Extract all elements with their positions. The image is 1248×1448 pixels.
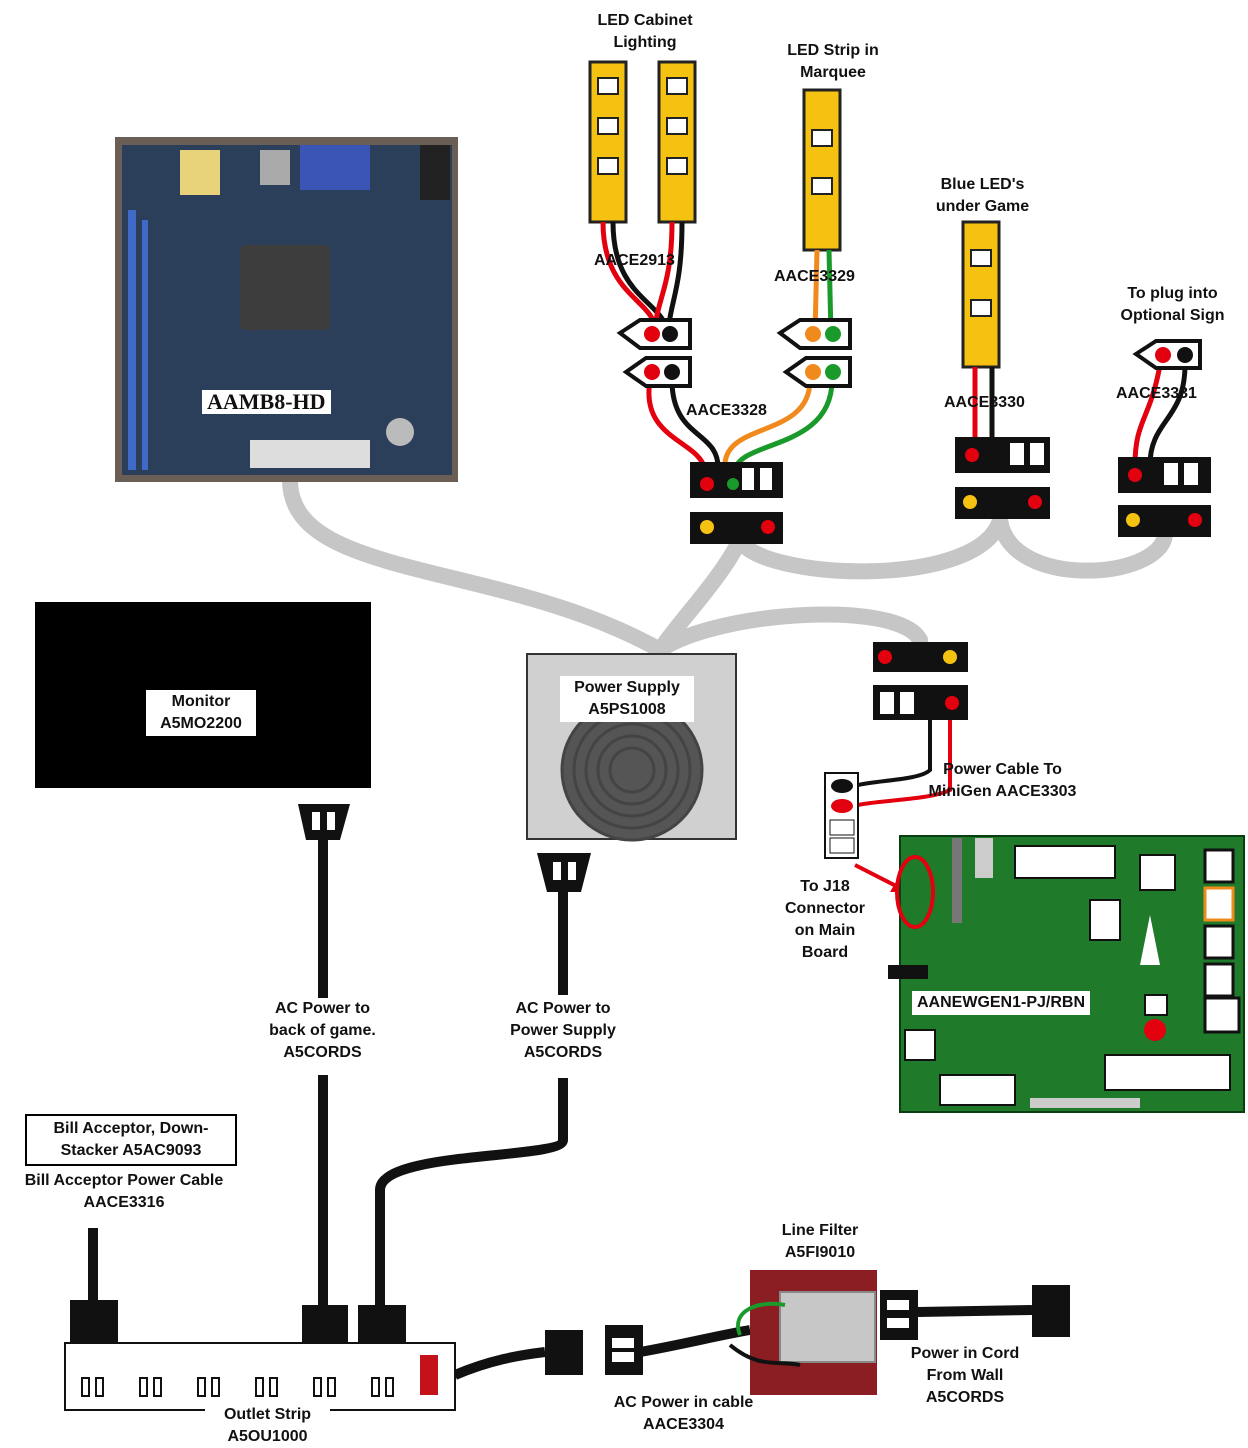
bill-acceptor-label: Bill Acceptor, Down-Stacker A5AC9093 — [25, 1114, 237, 1166]
harness-cables — [282, 472, 1173, 658]
ac-plug-icon — [70, 804, 1070, 1380]
aace3330-label: AACE3330 — [944, 394, 1025, 411]
motherboard-label: AAMB8-HD — [202, 390, 331, 414]
outlet-strip-icon — [64, 1342, 456, 1411]
aace3331-label: AACE3331 — [1116, 385, 1197, 402]
main-board-label: AANEWGEN1-PJ/RBN — [912, 991, 1091, 1015]
connector-icon — [616, 318, 1211, 720]
line-filter-icon — [728, 1270, 877, 1395]
main-board — [888, 835, 1245, 1113]
aace3329-label: AACE3329 — [774, 268, 855, 285]
aace2913-label: AACE2913 — [594, 252, 675, 269]
led-strip-icon — [588, 60, 1001, 369]
aace3328-label: AACE3328 — [686, 402, 767, 419]
motherboard — [115, 137, 458, 482]
